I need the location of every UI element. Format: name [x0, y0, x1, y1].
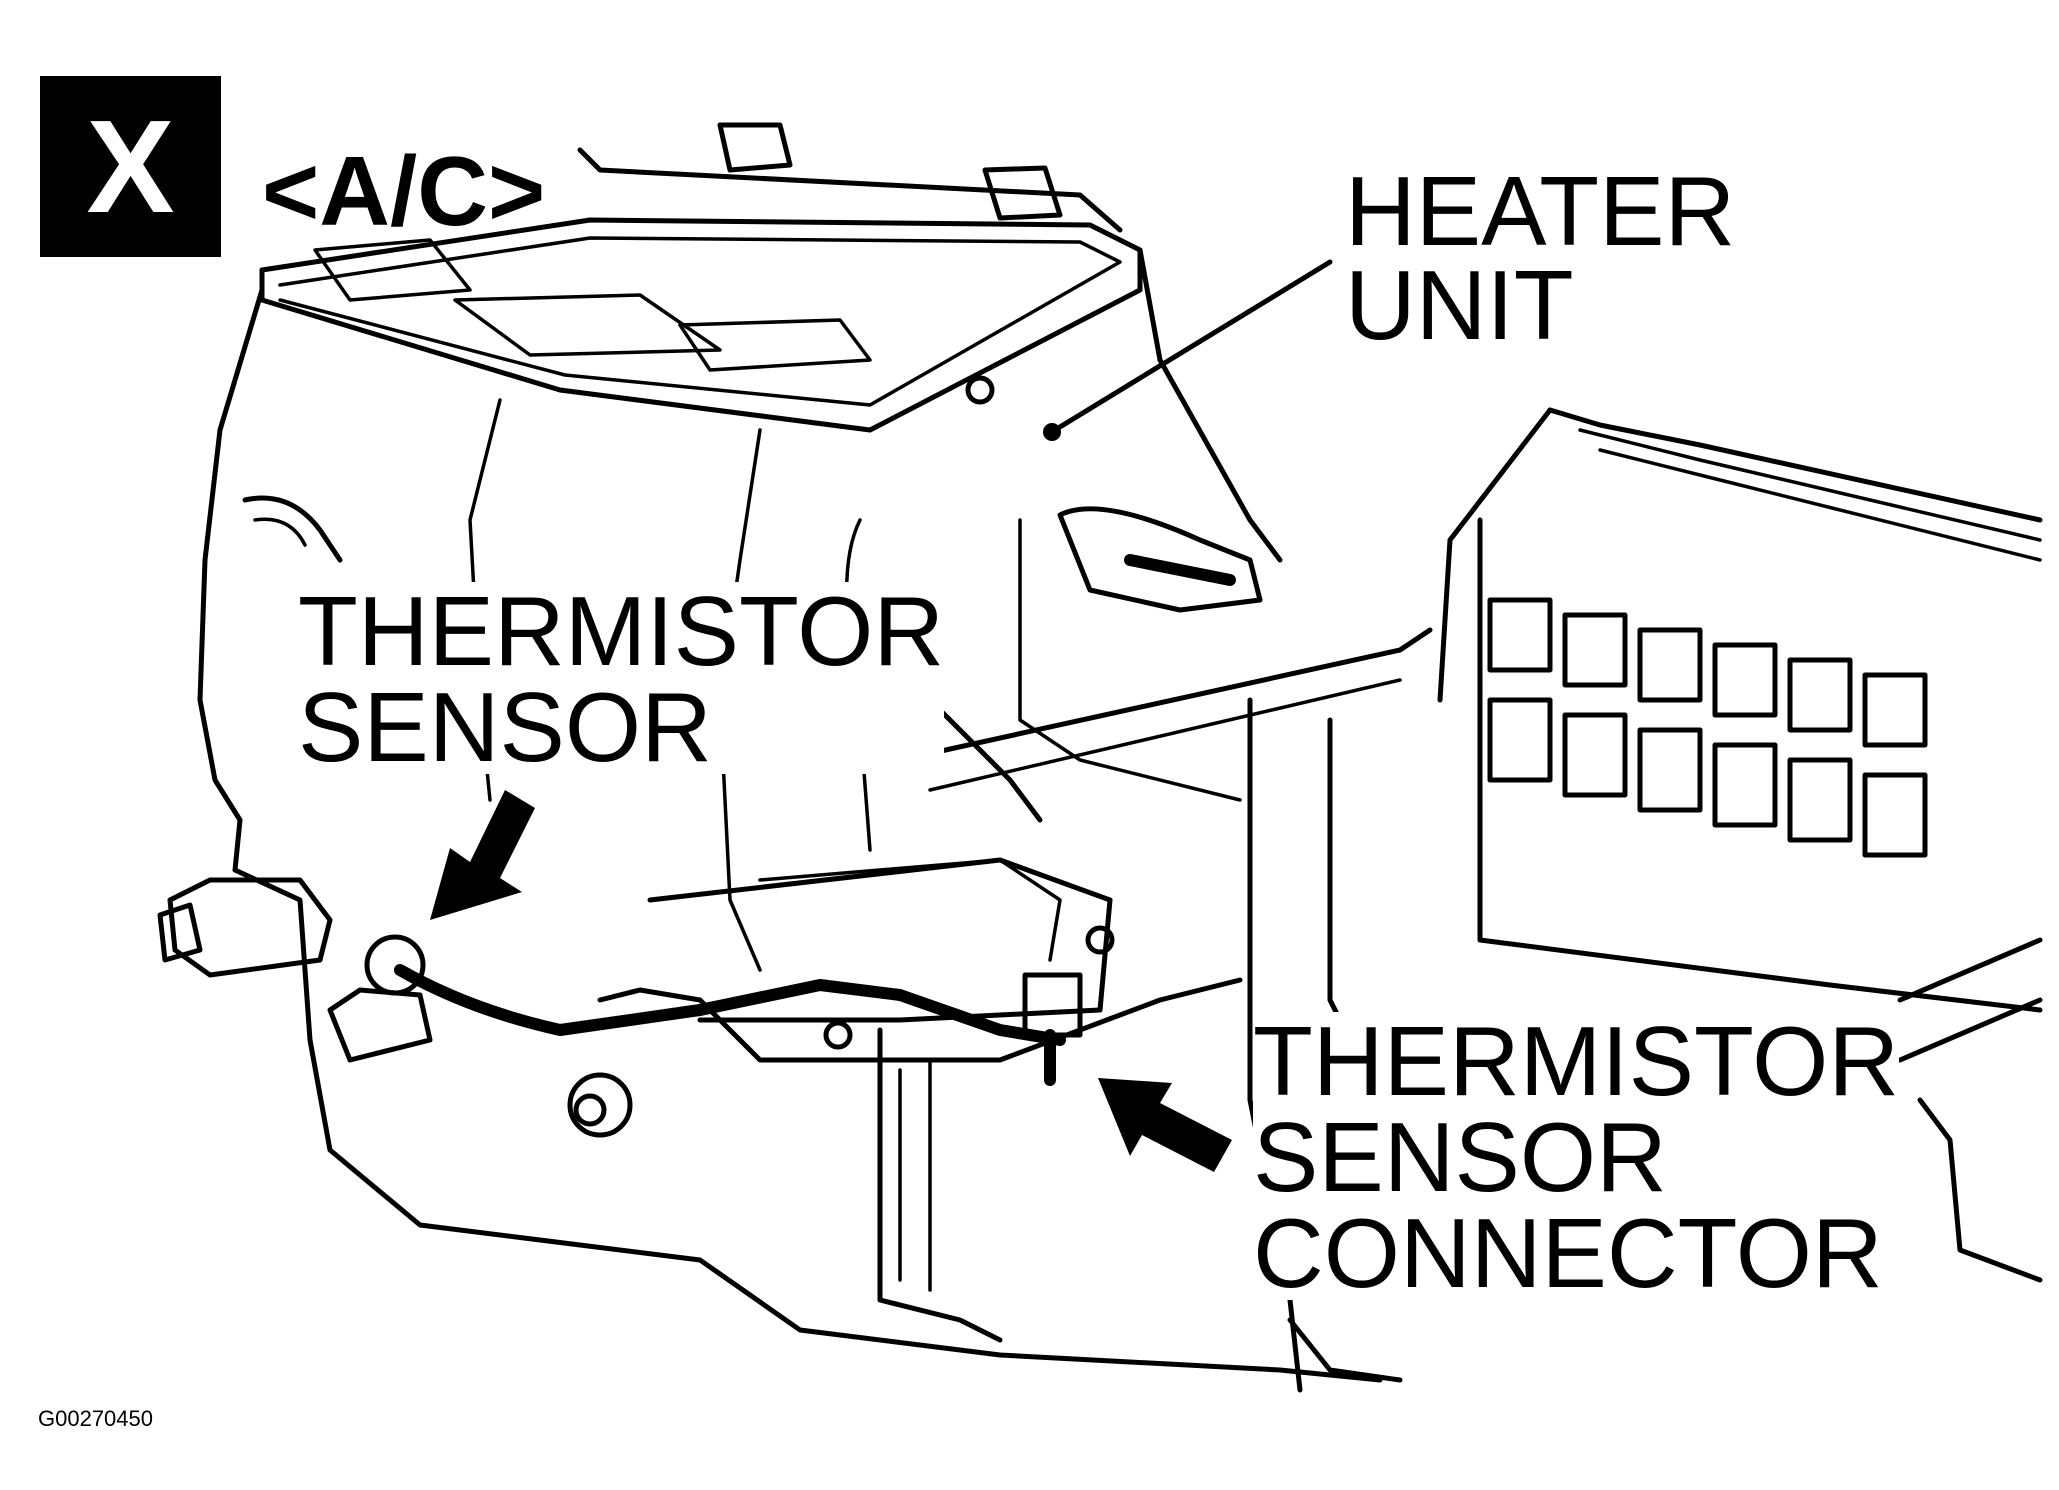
- right-box-top: [1547, 407, 2043, 523]
- left-vent-curve: [242, 495, 343, 563]
- thermistor-sensor-connector-label-line-2: SENSOR: [1253, 1102, 1667, 1212]
- lower-panel-2: [898, 1058, 932, 1292]
- right-box-ribs: [1578, 428, 2042, 562]
- heater-unit-lid-rim: [278, 236, 1122, 407]
- lid-ridge: [577, 147, 1123, 233]
- right-box-front: [1477, 517, 2043, 1013]
- lower-right-frame: [1897, 937, 2043, 1063]
- sensor-bracket: [327, 987, 433, 1063]
- lower-right-outline: [1917, 1097, 2043, 1283]
- mount-hole-3: [965, 375, 995, 405]
- heater-unit-body: [197, 287, 1383, 1383]
- vent-port: [1057, 506, 1263, 613]
- lid-tab-right: [982, 165, 1063, 221]
- lid-tab-left: [717, 122, 793, 173]
- wiring-harness: [394, 964, 1066, 1046]
- ac-variant-label: <A/C>: [262, 136, 546, 246]
- pipe-long-2: [928, 678, 1402, 792]
- figure-code: G00270450: [38, 1406, 153, 1431]
- heater-unit-lid: [259, 217, 1143, 433]
- lower-tray: [647, 857, 1113, 1023]
- mount-hole-2: [1085, 925, 1115, 955]
- sensor-end: [364, 934, 426, 996]
- grommet: [567, 1072, 633, 1138]
- right-box-left-wall: [1437, 407, 1553, 703]
- figure-badge: X: [40, 76, 221, 257]
- thermistor-sensor-label-line-2: SENSOR: [298, 672, 712, 782]
- thermistor-sensor-connector-label: THERMISTOR SENSOR CONNECTOR: [1253, 1006, 1900, 1308]
- left-pipe-end: [157, 902, 203, 963]
- thermistor-sensor-label-line-1: THERMISTOR: [298, 576, 945, 686]
- lid-opening-1: [313, 238, 472, 302]
- lid-opening-2: [453, 293, 722, 357]
- lower-base: [597, 977, 1243, 1063]
- grille: [1487, 597, 1928, 858]
- thermistor-sensor-arrow: [430, 790, 535, 920]
- connector-body: [1022, 972, 1083, 1038]
- grommet-inner: [573, 1093, 607, 1127]
- heater-unit-label-line-2: UNIT: [1345, 250, 1574, 360]
- figure-badge-letter: X: [86, 93, 175, 240]
- lid-opening-3: [678, 318, 872, 372]
- heater-unit-leader: [1052, 259, 1333, 433]
- heater-unit-label: HEATER UNIT: [1345, 156, 1736, 360]
- heater-unit-label-line-1: HEATER: [1345, 156, 1736, 266]
- heater-unit-leader-dot: [1043, 423, 1061, 441]
- thermistor-sensor-label: THERMISTOR SENSOR: [298, 576, 945, 782]
- pipe-long: [897, 627, 1433, 763]
- left-vent-curve-2: [253, 517, 307, 547]
- body-panel: [1018, 518, 1242, 802]
- thermistor-sensor-connector-arrow: [1098, 1078, 1232, 1172]
- heater-unit-right-wall: [1137, 247, 1283, 563]
- bottom-tab: [1287, 1317, 1403, 1383]
- vent-port-slot: [1124, 554, 1236, 586]
- lower-tray-2: [758, 858, 1062, 962]
- thermistor-sensor-connector-label-line-3: CONNECTOR: [1253, 1198, 1883, 1308]
- lower-panel: [877, 1027, 1003, 1343]
- thermistor-sensor-connector-label-line-1: THERMISTOR: [1253, 1006, 1900, 1116]
- mount-hole-1: [823, 1020, 853, 1050]
